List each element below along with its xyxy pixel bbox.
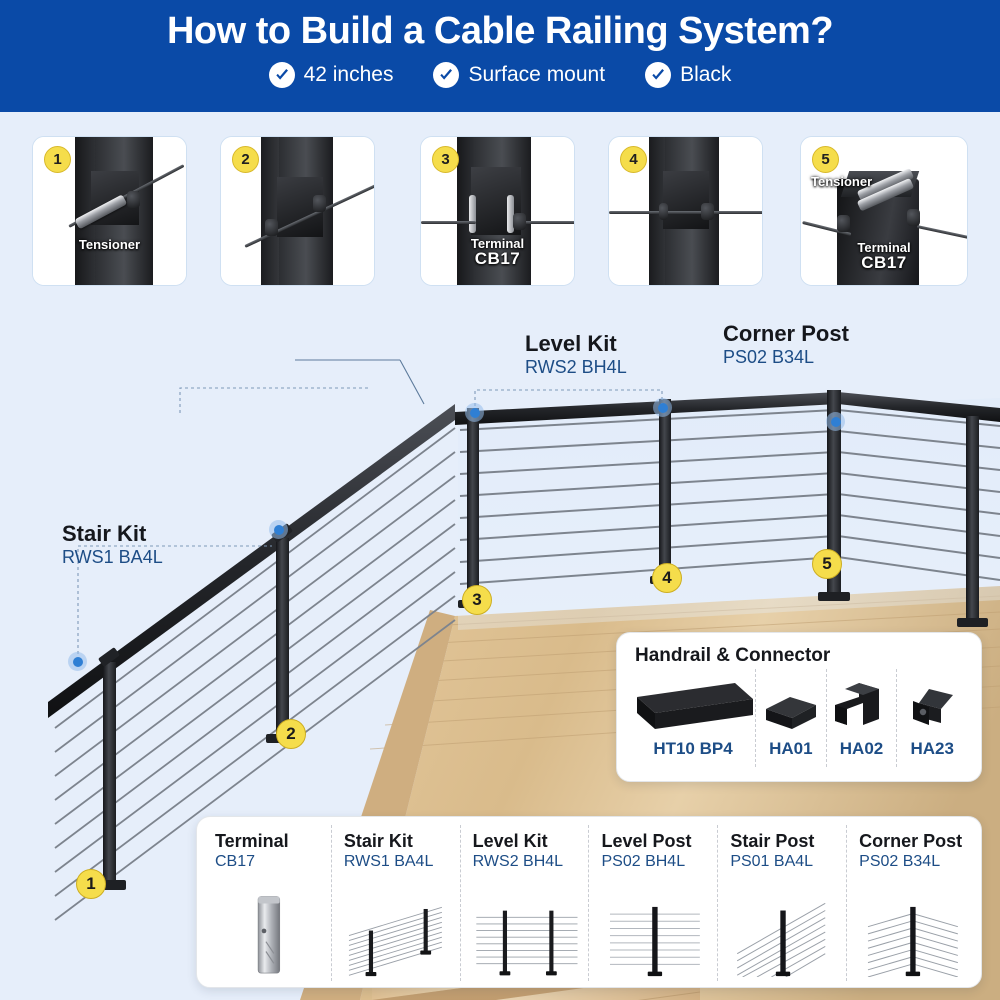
label-corner-post: Corner Post PS02 B34L bbox=[723, 321, 849, 367]
scene-callout-3[interactable]: 3 bbox=[462, 585, 492, 615]
step-number-2: 2 bbox=[232, 146, 259, 173]
kit-item-level-post[interactable]: Level Post PS02 BH4L bbox=[588, 825, 717, 981]
stair-post-diagram-icon bbox=[730, 875, 838, 977]
label-stair-kit: Stair Kit RWS1 BA4L bbox=[62, 521, 163, 567]
step-caption-1: Tensioner bbox=[78, 237, 141, 252]
stair-kit-diagram-icon bbox=[344, 875, 452, 977]
feature-item-1: Surface mount bbox=[433, 61, 606, 88]
stair-railing bbox=[48, 404, 456, 921]
kits-items: Terminal CB17 bbox=[197, 817, 981, 987]
step-thumbnail-2[interactable]: 2 bbox=[220, 136, 375, 286]
leader-dot-level-kit-start bbox=[465, 403, 484, 422]
kit-name-1: Stair Kit bbox=[343, 831, 413, 851]
terminal-fitting-icon bbox=[215, 875, 323, 977]
handrail-code-2: HA02 bbox=[839, 739, 884, 758]
level-kit-diagram-icon bbox=[473, 875, 581, 977]
level-post-diagram-icon bbox=[601, 875, 709, 977]
handrail-item-ha23[interactable]: HA23 bbox=[896, 669, 967, 767]
kit-name-5: Corner Post bbox=[859, 831, 963, 851]
kit-item-stair-post[interactable]: Stair Post PS01 BA4L bbox=[717, 825, 846, 981]
handrail-item-ha02[interactable]: HA02 bbox=[825, 669, 897, 767]
step-thumbnail-5[interactable]: 5 Tensioner Terminal CB17 bbox=[800, 136, 968, 286]
step-thumbnail-1[interactable]: 1 Tensioner bbox=[32, 136, 187, 286]
label-level-kit: Level Kit RWS2 BH4L bbox=[525, 331, 627, 377]
kit-code-1: RWS1 BA4L bbox=[343, 853, 434, 870]
page-title: How to Build a Cable Railing System? bbox=[166, 10, 834, 52]
handrail-code-1: HA01 bbox=[769, 739, 813, 758]
handrail-connector-panel: Handrail & Connector HT10 BP4 bbox=[616, 632, 982, 782]
handrail-panel-title: Handrail & Connector bbox=[635, 645, 831, 666]
kit-name-0: Terminal bbox=[215, 831, 289, 851]
step-thumbnail-3[interactable]: 3 Terminal CB17 bbox=[420, 136, 575, 286]
kit-item-terminal[interactable]: Terminal CB17 bbox=[203, 825, 331, 981]
check-circle-icon bbox=[268, 61, 295, 88]
handrail-item-ha01[interactable]: HA01 bbox=[755, 669, 826, 767]
header-feature-list: 42 inches Surface mount Black bbox=[268, 61, 732, 88]
end-cap-block-icon bbox=[756, 669, 826, 735]
step-number-5: 5 bbox=[812, 146, 839, 173]
feature-label-1: Surface mount bbox=[468, 62, 606, 86]
handrail-item-ht10bp4[interactable]: HT10 BP4 bbox=[631, 669, 755, 767]
corner-bracket-icon bbox=[827, 669, 897, 735]
kit-item-stair-kit[interactable]: Stair Kit RWS1 BA4L bbox=[330, 825, 460, 981]
kit-name-2: Level Kit bbox=[472, 831, 548, 851]
leader-dot-stair-kit-end bbox=[269, 520, 288, 539]
level-railing bbox=[455, 390, 1000, 630]
scene-callout-2[interactable]: 2 bbox=[276, 719, 306, 749]
handrail-code-3: HA23 bbox=[910, 739, 954, 758]
kit-code-5: PS02 B34L bbox=[859, 853, 941, 870]
handrail-items: HT10 BP4 HA01 bbox=[617, 667, 981, 767]
step-caption-5-tensioner: Tensioner bbox=[811, 174, 873, 189]
kit-item-level-kit[interactable]: Level Kit RWS2 BH4L bbox=[459, 825, 589, 981]
feature-item-0: 42 inches bbox=[268, 61, 394, 88]
step-caption-5-terminal: Terminal CB17 bbox=[857, 240, 911, 272]
kit-code-0: CB17 bbox=[215, 853, 256, 870]
scene-callout-1[interactable]: 1 bbox=[76, 869, 106, 899]
kit-name-3: Level Post bbox=[601, 831, 692, 851]
step-number-1: 1 bbox=[44, 146, 71, 173]
feature-label-0: 42 inches bbox=[303, 62, 394, 86]
kit-name-4: Stair Post bbox=[730, 831, 815, 851]
kit-item-corner-post[interactable]: Corner Post PS02 B34L bbox=[846, 825, 975, 981]
kits-posts-panel: Terminal CB17 bbox=[196, 816, 982, 988]
corner-post-diagram-icon bbox=[859, 875, 967, 977]
step-thumbnail-4[interactable]: 4 bbox=[608, 136, 763, 286]
adjustable-connector-icon bbox=[897, 669, 967, 735]
check-circle-icon bbox=[645, 61, 672, 88]
header-banner: How to Build a Cable Railing System? 42 … bbox=[0, 0, 1000, 112]
check-circle-icon bbox=[433, 61, 460, 88]
leader-dot-stair-kit-start bbox=[68, 652, 87, 671]
handrail-bar-icon bbox=[631, 669, 755, 735]
feature-label-2: Black bbox=[680, 62, 732, 86]
kit-code-3: PS02 BH4L bbox=[601, 853, 686, 870]
step-number-3: 3 bbox=[432, 146, 459, 173]
kit-code-4: PS01 BA4L bbox=[730, 853, 814, 870]
leader-dot-level-kit-end bbox=[653, 398, 672, 417]
scene-callout-5[interactable]: 5 bbox=[812, 549, 842, 579]
handrail-code-0: HT10 BP4 bbox=[653, 739, 733, 758]
step-number-4: 4 bbox=[620, 146, 647, 173]
leader-dot-corner-post bbox=[826, 412, 845, 431]
feature-item-2: Black bbox=[645, 61, 732, 88]
step-caption-3: Terminal CB17 bbox=[470, 236, 525, 268]
kit-code-2: RWS2 BH4L bbox=[472, 853, 564, 870]
scene-callout-4[interactable]: 4 bbox=[652, 563, 682, 593]
